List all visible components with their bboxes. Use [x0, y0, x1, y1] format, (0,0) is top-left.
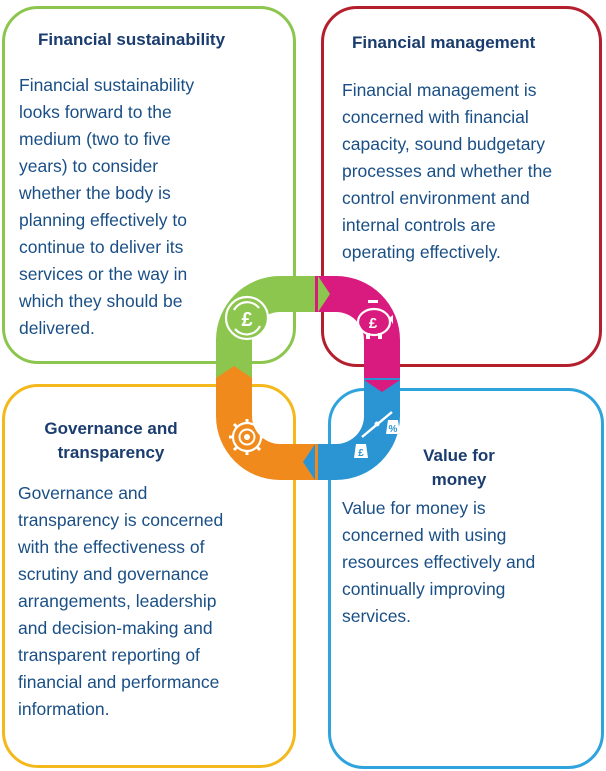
text-line: Governance and — [18, 483, 148, 503]
text-line: concerned with financial — [342, 107, 529, 127]
text-line: information. — [18, 699, 110, 719]
text-line: Financial management is — [342, 80, 537, 100]
text-line: processes and whether the — [342, 161, 553, 181]
text-line: planning effectively to — [19, 210, 187, 230]
text-line: looks forward to the — [19, 102, 172, 122]
value-for-money-text: Value for money is concerned with using … — [342, 495, 592, 630]
text-line: delivered. — [19, 318, 95, 338]
text-line: transparent reporting of — [18, 645, 200, 665]
text-line: services. — [342, 606, 412, 626]
text-line: internal controls are — [342, 215, 496, 235]
arrow-head — [216, 366, 252, 378]
text-line: transparency is concerned — [18, 510, 224, 530]
text-line: control environment and — [342, 188, 530, 208]
text-line: arrangements, leadership — [18, 591, 217, 611]
title-line: Governance and — [44, 419, 178, 438]
text-line: resources effectively and — [342, 552, 536, 572]
value-for-money-title: Value for money — [404, 444, 514, 492]
governance-title: Governance and transparency — [20, 417, 202, 465]
financial-sustainability-title: Financial sustainability — [38, 30, 226, 49]
financial-sustainability-text: Financial sustainability looks forward t… — [19, 72, 239, 342]
text-line: operating effectively. — [342, 242, 501, 262]
governance-text: Governance and transparency is concerned… — [18, 480, 288, 723]
text-line: medium (two to five — [19, 129, 171, 149]
text-line: whether the body is — [19, 183, 171, 203]
text-line: capacity, sound budgetary — [342, 134, 546, 154]
text-line: with the effectiveness of — [18, 537, 205, 557]
text-line: continue to deliver its — [19, 237, 184, 257]
text-line: which they should be — [19, 291, 183, 311]
title-line: transparency — [57, 443, 165, 462]
text-line: continually improving — [342, 579, 506, 599]
text-line: years) to consider — [19, 156, 159, 176]
text-line: financial and performance — [18, 672, 220, 692]
financial-management-text: Financial management is concerned with f… — [342, 77, 600, 266]
title-line: Value for — [423, 446, 495, 465]
text-line: and decision-making and — [18, 618, 213, 638]
title-line: money — [431, 470, 487, 489]
text-line: scrutiny and governance — [18, 564, 209, 584]
text-line: Financial sustainability — [19, 75, 195, 95]
financial-management-title: Financial management — [352, 33, 536, 52]
text-line: Value for money is — [342, 498, 486, 518]
text-line: concerned with using — [342, 525, 507, 545]
text-line: services or the way in — [19, 264, 188, 284]
arrow-head — [303, 444, 315, 480]
